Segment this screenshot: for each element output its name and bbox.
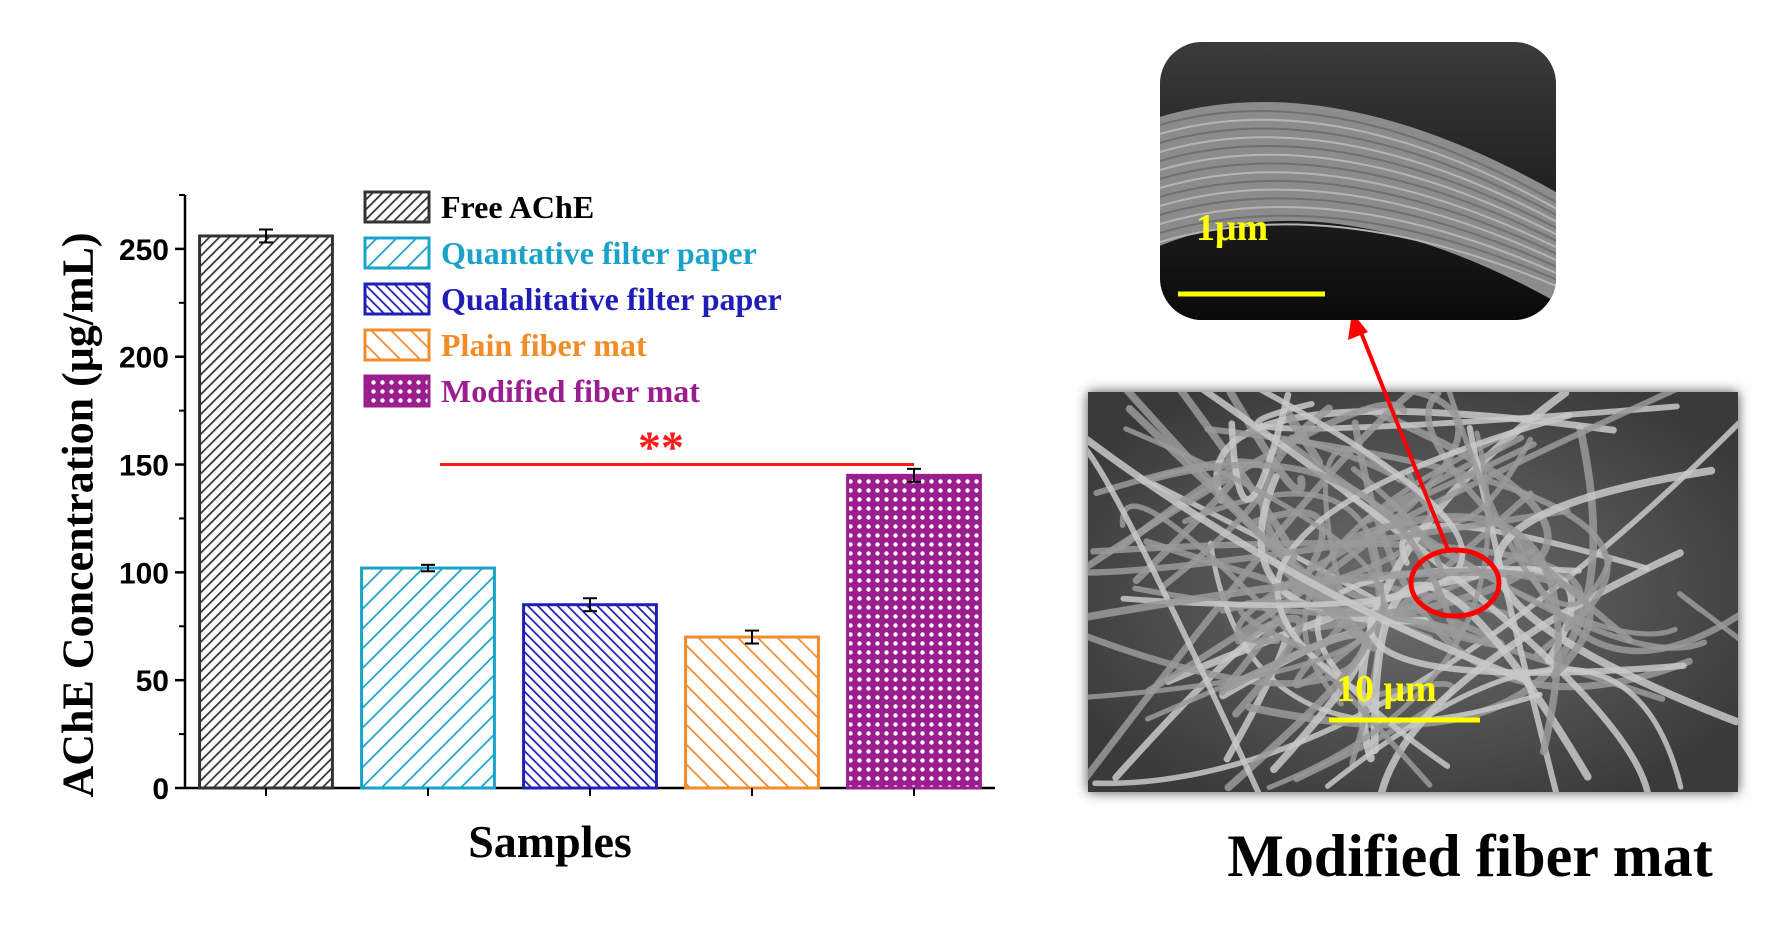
fiber-strand bbox=[1088, 435, 1530, 684]
fiber-texture-line bbox=[1160, 197, 1556, 274]
legend-label: Quantative filter paper bbox=[441, 235, 757, 271]
y-axis-title-wrap: AChE Concentration (μg/mL) bbox=[52, 175, 104, 855]
region-marker-circle bbox=[1408, 547, 1502, 619]
fiber-strand bbox=[1140, 461, 1460, 643]
sem-main-image bbox=[1088, 392, 1738, 792]
fiber-strand bbox=[1120, 392, 1466, 608]
sem-inset-clip bbox=[1160, 42, 1556, 320]
y-axis-title: AChE Concentration (μg/mL) bbox=[53, 232, 103, 798]
fiber-strand bbox=[1088, 447, 1262, 792]
fiber-texture-line bbox=[1160, 188, 1556, 268]
x-axis-title: Samples bbox=[468, 816, 632, 867]
fiber-strand bbox=[1285, 411, 1323, 466]
fiber-strand bbox=[1228, 392, 1292, 503]
legend-label: Modified fiber mat bbox=[441, 373, 700, 409]
fiber-texture-line bbox=[1160, 118, 1556, 218]
y-tick-label: 200 bbox=[119, 342, 169, 375]
y-tick-label: 150 bbox=[119, 450, 169, 483]
fiber-strand bbox=[1677, 591, 1738, 642]
fiber-strand bbox=[1224, 631, 1370, 792]
fiber-strand bbox=[1399, 523, 1650, 572]
fiber-texture-line bbox=[1160, 214, 1556, 287]
significance-stars: ** bbox=[638, 422, 684, 473]
legend-label: Qualalitative filter paper bbox=[441, 281, 782, 317]
main-scale-label: 10 μm bbox=[1336, 668, 1437, 710]
bar-qualalitative-filter-paper bbox=[522, 603, 658, 790]
legend-swatch bbox=[363, 236, 431, 270]
legend-swatch bbox=[363, 190, 431, 224]
fiber-texture-line bbox=[1160, 145, 1556, 237]
fiber-texture-line bbox=[1160, 223, 1556, 293]
fiber-strand bbox=[1088, 568, 1594, 679]
bar-quantative-filter-paper bbox=[360, 566, 496, 790]
fiber-strand bbox=[1360, 434, 1537, 525]
y-tick-label: 250 bbox=[119, 234, 169, 267]
y-tick-label: 0 bbox=[152, 773, 169, 806]
sem-main-clip bbox=[1088, 392, 1738, 792]
fiber-strand bbox=[1446, 392, 1613, 608]
bar-modified-fiber-mat bbox=[846, 473, 982, 790]
zoom-arrow-line bbox=[1358, 329, 1450, 551]
fiber-texture-line bbox=[1160, 206, 1556, 281]
legend-swatch bbox=[363, 328, 431, 362]
legend-label: Plain fiber mat bbox=[441, 327, 647, 363]
fiber-strand bbox=[1378, 549, 1684, 792]
bar-plain-fiber-mat bbox=[684, 635, 820, 790]
inset-scale-label: 1μm bbox=[1196, 207, 1269, 249]
legend-label: Free AChE bbox=[441, 189, 594, 225]
y-tick-label: 50 bbox=[136, 665, 169, 698]
fiber-strand bbox=[1493, 466, 1738, 726]
sem-caption: Modified fiber mat bbox=[1227, 823, 1713, 889]
fiber-texture-line bbox=[1160, 110, 1556, 211]
fiber-strand bbox=[1088, 426, 1386, 700]
legend-swatch bbox=[363, 282, 431, 316]
fiber-strand bbox=[1092, 420, 1738, 787]
fiber-strand bbox=[1370, 581, 1592, 781]
y-tick-label: 100 bbox=[119, 557, 169, 590]
fiber-texture-line bbox=[1160, 136, 1556, 230]
legend-swatch bbox=[363, 374, 431, 408]
bar-free-ache bbox=[198, 234, 334, 790]
fiber-strand bbox=[1200, 392, 1651, 792]
fiber-texture-line bbox=[1160, 162, 1556, 249]
fiber-texture-line bbox=[1160, 171, 1556, 255]
sem-inset-image bbox=[1160, 42, 1556, 320]
fiber-texture-line bbox=[1160, 127, 1556, 224]
fiber-texture-line bbox=[1160, 153, 1556, 243]
fiber-strand bbox=[1367, 594, 1687, 676]
fiber-texture-line bbox=[1160, 179, 1556, 262]
fiber-strand bbox=[1119, 503, 1433, 788]
